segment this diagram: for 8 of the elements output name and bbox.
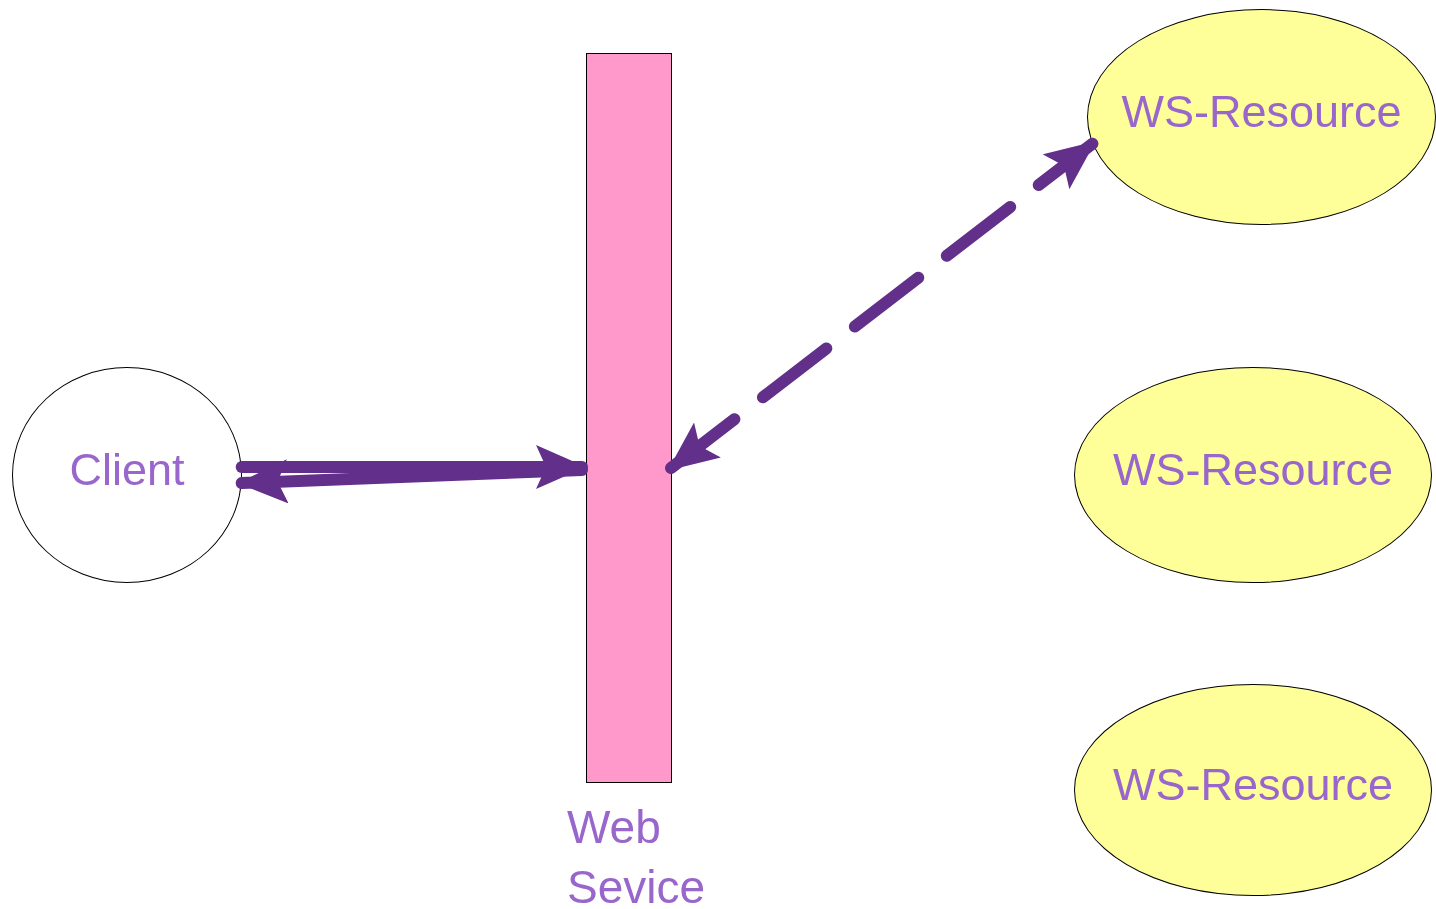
arrow — [235, 459, 588, 504]
node-label: WS-Resource — [1112, 447, 1394, 493]
node-label: Web Sevice — [567, 800, 707, 909]
node-label: Client — [69, 447, 185, 493]
node-label: WS-Resource — [1121, 89, 1402, 135]
arrow — [235, 445, 588, 489]
node-label: WS-Resource — [1112, 762, 1394, 808]
arrow — [665, 137, 1099, 474]
